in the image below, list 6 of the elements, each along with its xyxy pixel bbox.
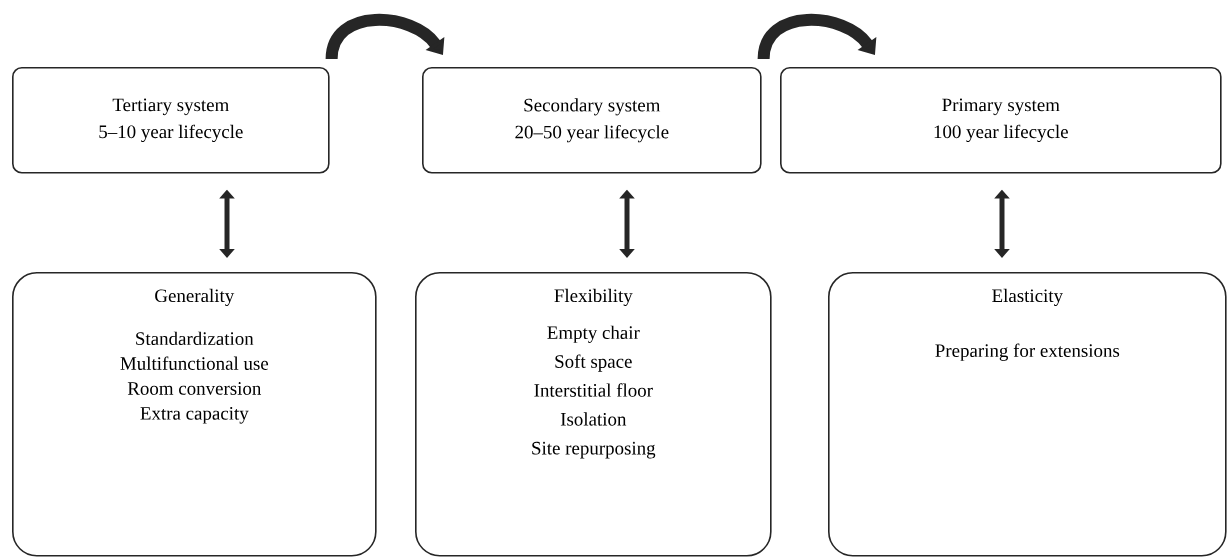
system-box: Tertiary system 5–10 year lifecycle	[12, 67, 330, 174]
property-box: Flexibility Empty chair Soft space Interstitial floor Isolation Site repurposing	[415, 272, 772, 557]
property-box: Generality Standardization Multifunctional use Room conversion Extra capacity	[12, 272, 377, 557]
system-box: Primary system 100 year lifecycle	[780, 67, 1222, 174]
property-box: Elasticity Preparing for extensions	[828, 272, 1227, 557]
system-box: Secondary system 20–50 year lifecycle	[422, 67, 762, 174]
